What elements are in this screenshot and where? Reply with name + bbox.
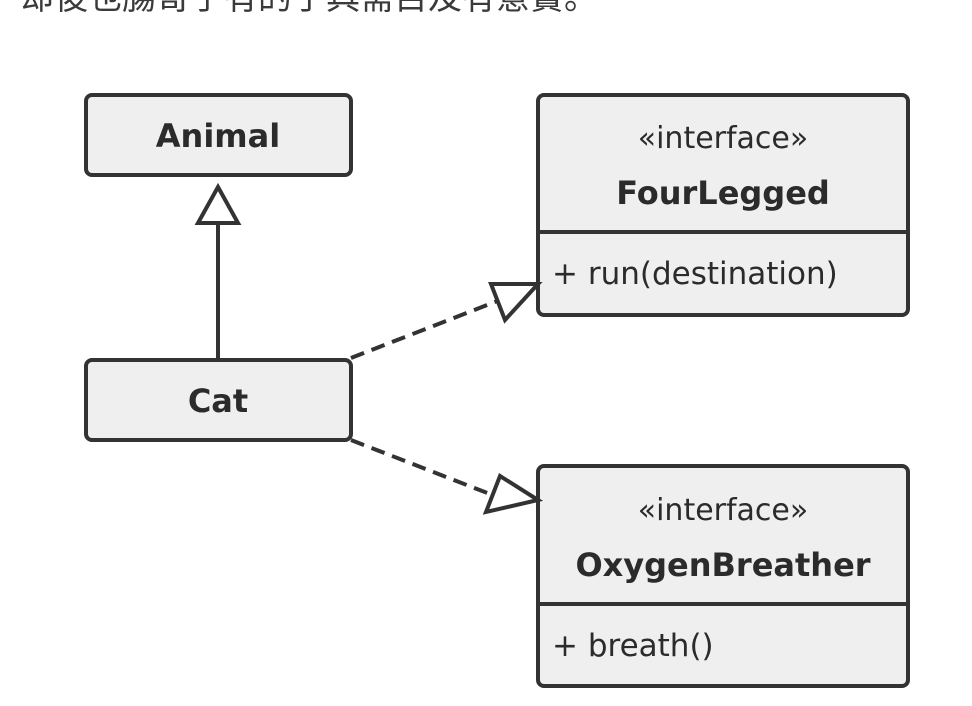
class-cat-name: Cat: [188, 382, 248, 420]
realization-four-legged-line: [350, 298, 501, 360]
realization-oxygen-breather-arrowhead: [482, 473, 544, 515]
top-caption-text: 却後也腸哥于有的于具需目及有意實。: [20, 0, 598, 16]
class-cat[interactable]: Cat: [84, 358, 353, 442]
interface-oxygen-breather-box: [536, 464, 910, 688]
interface-four-legged[interactable]: «interface» FourLegged + run(destination…: [536, 93, 910, 317]
class-animal-box: [84, 93, 353, 177]
interface-oxygen-breather-method: + breath(): [552, 628, 714, 664]
class-animal-name: Animal: [156, 117, 280, 155]
interface-four-legged-stereotype: «interface»: [638, 121, 809, 156]
interface-four-legged-name: FourLegged: [616, 174, 830, 212]
interface-four-legged-box: [536, 93, 910, 317]
realization-four-legged-arrowhead: [488, 282, 543, 324]
realization-oxygen-breather-line: [350, 438, 496, 498]
realization-cat-oxygen-breather: [350, 438, 544, 515]
class-animal[interactable]: Animal: [84, 93, 353, 177]
interface-oxygen-breather[interactable]: «interface» OxygenBreather + breath(): [536, 464, 910, 688]
inheritance-cat-animal: [194, 182, 242, 360]
interface-four-legged-method: + run(destination): [552, 256, 838, 292]
realization-cat-four-legged: [350, 282, 543, 360]
inheritance-arrowhead: [194, 182, 242, 225]
interface-oxygen-breather-name: OxygenBreather: [575, 546, 870, 584]
interface-oxygen-breather-stereotype: «interface»: [638, 493, 809, 528]
